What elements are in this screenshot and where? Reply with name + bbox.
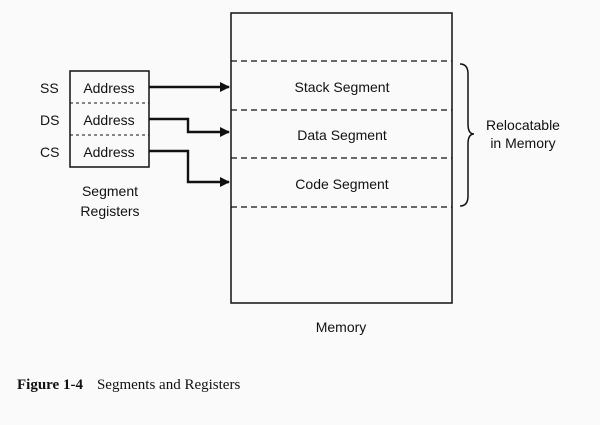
memory-label: Memory [316,319,367,335]
register-field-ds: Address [83,112,134,128]
segment-registers-label-line2: Registers [80,203,139,219]
relocatable-label-line2: in Memory [490,135,555,151]
figure-number: Figure 1-4 [17,377,83,393]
figure-caption: Figure 1-4 Segments and Registers [17,377,240,394]
register-name-ss: SS [40,80,59,96]
relocatable-brace [459,63,475,207]
register-field-cs: Address [83,144,134,160]
figure-title: Segments and Registers [96,377,241,393]
arrow-ds-to-data [149,117,230,137]
register-name-cs: CS [40,144,59,160]
register-name-ds: DS [40,112,59,128]
segment-registers-label-line1: Segment [82,183,138,199]
relocatable-label-line1: Relocatable [486,117,560,133]
register-field-ss: Address [83,80,134,96]
arrow-cs-to-code [149,149,230,187]
code-segment-label: Code Segment [295,176,389,192]
stack-segment-label: Stack Segment [295,79,390,95]
data-segment-label: Data Segment [297,127,387,143]
